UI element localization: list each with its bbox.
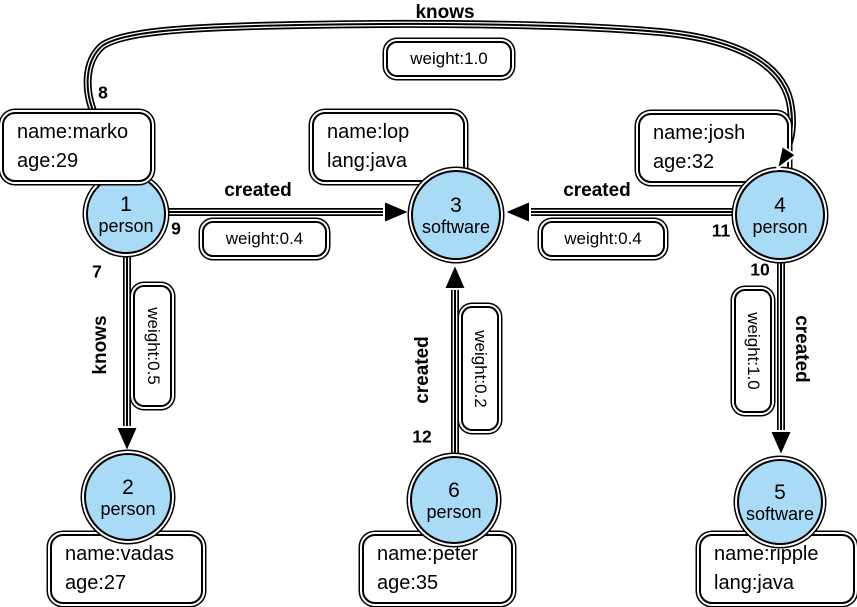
- edge-7-id-label: 7: [92, 261, 102, 282]
- vertex-label: person: [752, 216, 808, 237]
- vertex-1-person: 1 person: [86, 174, 166, 254]
- edge-11-weight-box: weight:0.4: [541, 221, 665, 257]
- vertex-6-person: 6 person: [410, 456, 498, 544]
- edge-8-label-knows: knows: [415, 2, 475, 23]
- arrowhead-edge-9: [383, 199, 413, 225]
- vertex-5-software: 5 software: [737, 459, 823, 545]
- vertex-4-person: 4 person: [735, 170, 825, 260]
- edge-12-id-label: 12: [412, 426, 432, 447]
- edge-9-label-created: created: [224, 180, 292, 201]
- property-box-marko: name:marko age:29: [2, 112, 152, 182]
- edge-9-weight-box: weight:0.4: [202, 221, 327, 257]
- property-line: name:vadas: [65, 543, 174, 565]
- edge-10-label-created: created: [791, 315, 812, 383]
- vertex-2-person: 2 person: [84, 453, 172, 541]
- arrowhead-edge-7: [114, 426, 140, 455]
- property-line: age:29: [17, 150, 79, 172]
- vertex-label: software: [745, 503, 815, 524]
- property-line: name:josh: [653, 122, 746, 144]
- arrowhead-edge-11: [501, 199, 531, 225]
- edge-weight: weight:0.2: [471, 329, 490, 408]
- property-line: name:peter: [377, 543, 479, 565]
- arrowhead-edge-12: [442, 261, 468, 290]
- edge-11-label-created: created: [563, 180, 631, 201]
- vertex-id: 5: [774, 480, 786, 504]
- property-box-ripple: name:ripple lang:java: [699, 534, 855, 604]
- edge-7-label-knows: knows: [90, 315, 111, 375]
- edge-weight: weight:0.4: [225, 229, 304, 248]
- vertex-id: 3: [450, 193, 462, 217]
- vertex-label: person: [426, 501, 482, 522]
- property-box-josh: name:josh age:32: [638, 113, 789, 183]
- edge-8-id-label: 8: [98, 82, 108, 103]
- property-line: age:35: [377, 572, 439, 594]
- property-line: name:lop: [327, 121, 410, 143]
- vertex-id: 6: [448, 478, 460, 502]
- property-line: lang:java: [714, 572, 795, 594]
- edge-11-id-label: 11: [711, 220, 731, 241]
- property-line: lang:java: [327, 150, 408, 172]
- arrowhead-edge-10: [768, 430, 794, 459]
- edge-weight: weight:0.4: [564, 229, 642, 248]
- vertex-3-software: 3 software: [411, 170, 501, 260]
- vertex-label: person: [100, 498, 156, 519]
- edge-weight: weight:0.5: [143, 307, 163, 385]
- edge-10-weight-box: weight:1.0: [734, 289, 772, 413]
- property-line: name:ripple: [714, 543, 819, 565]
- edge-7-weight-box: weight:0.5: [133, 285, 172, 407]
- edge-9-id-label: 9: [171, 218, 181, 239]
- property-line: age:27: [65, 572, 127, 594]
- property-box-vadas: name:vadas age:27: [50, 534, 203, 604]
- property-box-peter: name:peter age:35: [362, 534, 513, 604]
- property-line: name:marko: [17, 121, 129, 143]
- edge-12-weight-box: weight:0.2: [461, 306, 499, 431]
- edge-weight: weight:1.0: [744, 312, 763, 390]
- edge-8-weight-box: weight:1.0: [386, 41, 512, 77]
- vertex-label: person: [98, 215, 154, 236]
- vertex-label: software: [421, 216, 491, 237]
- vertex-id: 4: [774, 193, 786, 217]
- property-box-lop: name:lop lang:java: [312, 112, 465, 182]
- vertex-id: 1: [120, 192, 132, 216]
- edge-weight: weight:1.0: [410, 49, 488, 68]
- vertex-id: 2: [122, 475, 134, 499]
- property-line: age:32: [653, 151, 715, 173]
- edge-10-id-label: 10: [750, 259, 770, 280]
- edge-12-label-created: created: [412, 336, 433, 404]
